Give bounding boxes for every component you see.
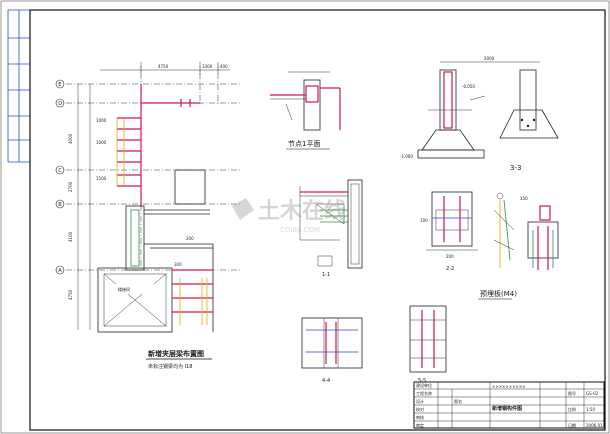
svg-text:校对: 校对 xyxy=(416,406,424,412)
svg-text:土木在线: 土木在线 xyxy=(258,198,346,224)
sheet-inner-border xyxy=(29,9,606,431)
dim-top-1: 4750 xyxy=(158,64,169,69)
svg-text:比例: 比例 xyxy=(568,406,576,412)
embed-plate-m4: 150 预埋板(M4) xyxy=(478,192,559,300)
dim-inner-2: 1000 xyxy=(96,140,107,145)
svg-text:日期: 日期 xyxy=(568,422,576,428)
svg-text:审核: 审核 xyxy=(416,414,424,420)
svg-text:工程名称: 工程名称 xyxy=(416,390,432,396)
dim-detail-3: -0.050 xyxy=(462,84,475,89)
title-block-date: 2006.01 xyxy=(586,423,603,428)
dim-inner-3: 1500 xyxy=(96,176,107,181)
title-block: 建设单位 工程名称 设计 校对 审核 审定 ×××××××××× 图名 新增钢构… xyxy=(413,381,605,429)
dim-detail-1: 2000 xyxy=(484,56,495,61)
axis-bubble-a: A xyxy=(55,265,65,275)
plan-title: 新增夹层梁布置图 xyxy=(148,349,204,358)
section-label-4: 5-5 xyxy=(418,378,426,384)
title-block-scale: 1:50 xyxy=(586,407,595,412)
dim-left-3: 4100 xyxy=(68,231,73,242)
watermark: 土木在线 COI88.COM xyxy=(232,198,346,234)
svg-text:审定: 审定 xyxy=(416,422,424,428)
dim-left-1: 4000 xyxy=(68,133,73,144)
svg-text:图号: 图号 xyxy=(568,390,576,396)
dim-left-4: 4750 xyxy=(68,289,73,300)
plan-subtitle: 未标注钢梁均为 I18 xyxy=(148,363,192,370)
detail-node1-plan: 节点1平面 xyxy=(270,71,341,150)
dim-detail-7: 100 xyxy=(420,218,428,223)
dim-left-2: 2700 xyxy=(68,181,73,192)
title-block-drawing-name: 新增钢构件图 xyxy=(492,405,522,412)
svg-text:B: B xyxy=(58,202,62,208)
svg-text:D: D xyxy=(58,101,62,107)
section-label-1: 1-1 xyxy=(322,272,330,278)
stairwell: 楼梯间 xyxy=(97,267,173,333)
section-1-1: 1-1 xyxy=(299,179,363,278)
axis-bubble-b: B xyxy=(55,199,65,209)
dim-top-3: 400 xyxy=(220,64,228,69)
title-block-project: ×××××××××× xyxy=(492,384,526,389)
svg-text:E: E xyxy=(58,82,61,88)
svg-text:A: A xyxy=(58,268,62,274)
axis-bubble-c: C xyxy=(55,165,65,175)
dim-detail-4: -1.000 xyxy=(400,154,413,159)
axis-bubble-e: E xyxy=(55,79,65,89)
floor-plan: E D C B A 4750 3300 400 4000 2700 410 xyxy=(55,62,240,370)
stairwell-label: 楼梯间 xyxy=(118,286,130,292)
foundation-section: 2000 -0.050 -1.000 3-3 xyxy=(400,56,559,172)
axis-bubble-d: D xyxy=(55,98,65,108)
binding-strip xyxy=(7,9,30,163)
section-4-4: 4-4 xyxy=(301,317,363,384)
section-label-3: 4-4 xyxy=(322,378,330,384)
svg-text:设计: 设计 xyxy=(416,398,424,404)
dim-detail-5: 200 xyxy=(446,254,454,259)
dim-inner-5: 300 xyxy=(174,262,182,267)
dim-top-2: 3300 xyxy=(202,64,213,69)
detail-title-1: 节点1平面 xyxy=(288,140,320,148)
detail-title-2: 3-3 xyxy=(510,164,521,172)
dim-inner-4: 200 xyxy=(186,236,194,241)
svg-text:C: C xyxy=(58,168,62,174)
title-block-drawing-no: GS-02 xyxy=(586,391,599,396)
section-5-5: 5-5 xyxy=(409,305,447,384)
detail-title-3: 预埋板(M4) xyxy=(480,289,517,298)
svg-text:图名: 图名 xyxy=(454,398,462,404)
section-label-2: 2-2 xyxy=(446,266,454,272)
dim-detail-8: 150 xyxy=(520,196,528,201)
svg-text:COI88.COM: COI88.COM xyxy=(280,226,320,234)
dim-inner-1: 1000 xyxy=(96,118,107,123)
svg-text:建设单位: 建设单位 xyxy=(416,382,432,388)
section-2-2: 200 100 2-2 xyxy=(420,191,478,272)
